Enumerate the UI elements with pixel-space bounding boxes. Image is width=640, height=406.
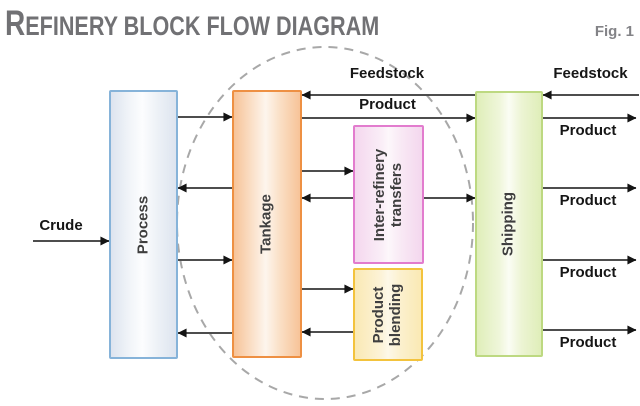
product-mid-stream-label: Product	[359, 96, 416, 113]
page-title: REFINERY BLOCK FLOW DIAGRAM	[5, 4, 380, 43]
feedstock-right-stream-label: Feedstock	[553, 65, 628, 82]
product-output-label-3: Product	[559, 264, 617, 281]
feedstock-mid-stream-label: Feedstock	[349, 65, 425, 82]
shipping-block: Shipping	[475, 91, 543, 357]
product-blending-block-label: Product blending	[370, 283, 404, 346]
inter-refinery-transfers-block-label: Inter-refinery transfers	[370, 148, 405, 241]
product-output-label-1: Product	[559, 122, 617, 139]
product-output-label-2: Product	[559, 192, 617, 209]
product-blending-block: Product blending	[353, 268, 423, 361]
crude-stream-label: Crude	[39, 217, 83, 234]
shipping-block-label: Shipping	[499, 191, 517, 257]
product-output-label-4: Product	[559, 334, 617, 351]
figure-number-label: Fig. 1	[594, 23, 634, 40]
tankage-block-label: Tankage	[257, 194, 275, 254]
process-block: Process	[109, 90, 178, 359]
tankage-block: Tankage	[232, 90, 302, 358]
inter-refinery-transfers-block: Inter-refinery transfers	[353, 125, 424, 264]
tankage-system-dashed-boundary	[176, 46, 474, 400]
process-block-label: Process	[134, 195, 152, 254]
